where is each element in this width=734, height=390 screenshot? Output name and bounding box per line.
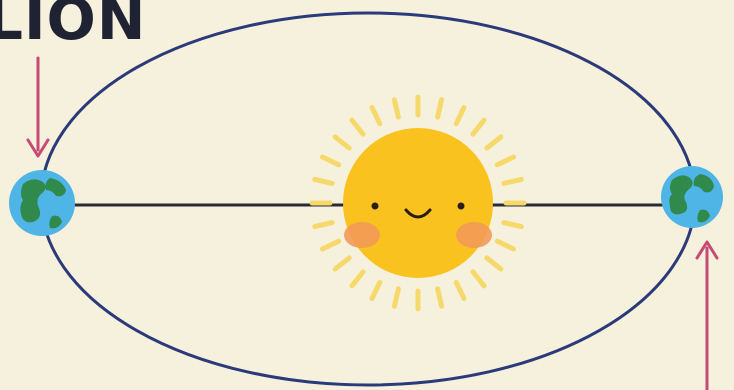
sun-ray (438, 289, 442, 307)
sun-ray (473, 120, 484, 134)
sun-ray (315, 179, 333, 183)
sun-ray (394, 289, 398, 307)
sun-ray (438, 100, 442, 118)
arrow-icon (697, 242, 717, 390)
sun-ray (504, 223, 522, 227)
sun-ray (456, 282, 464, 298)
sun-ray (394, 100, 398, 118)
sun-ray (323, 157, 339, 165)
sun-ray (315, 223, 333, 227)
sun-ray (323, 241, 339, 249)
sun-ray (456, 108, 464, 124)
sun-ray (372, 108, 380, 124)
earth-icon (9, 170, 75, 236)
sun-ray (487, 258, 501, 269)
sun-ray (504, 179, 522, 183)
sun-ray (335, 137, 349, 148)
sun-ray (352, 120, 363, 134)
earth-icon (661, 166, 723, 228)
sun-ray (372, 282, 380, 298)
sun-ray (335, 258, 349, 269)
sun-ray (497, 157, 513, 165)
sun-ray (473, 272, 484, 286)
sun-icon (343, 128, 493, 278)
sun-ray (352, 272, 363, 286)
sun-ray (487, 137, 501, 148)
arrow-icon (28, 58, 48, 156)
sun-ray (497, 241, 513, 249)
